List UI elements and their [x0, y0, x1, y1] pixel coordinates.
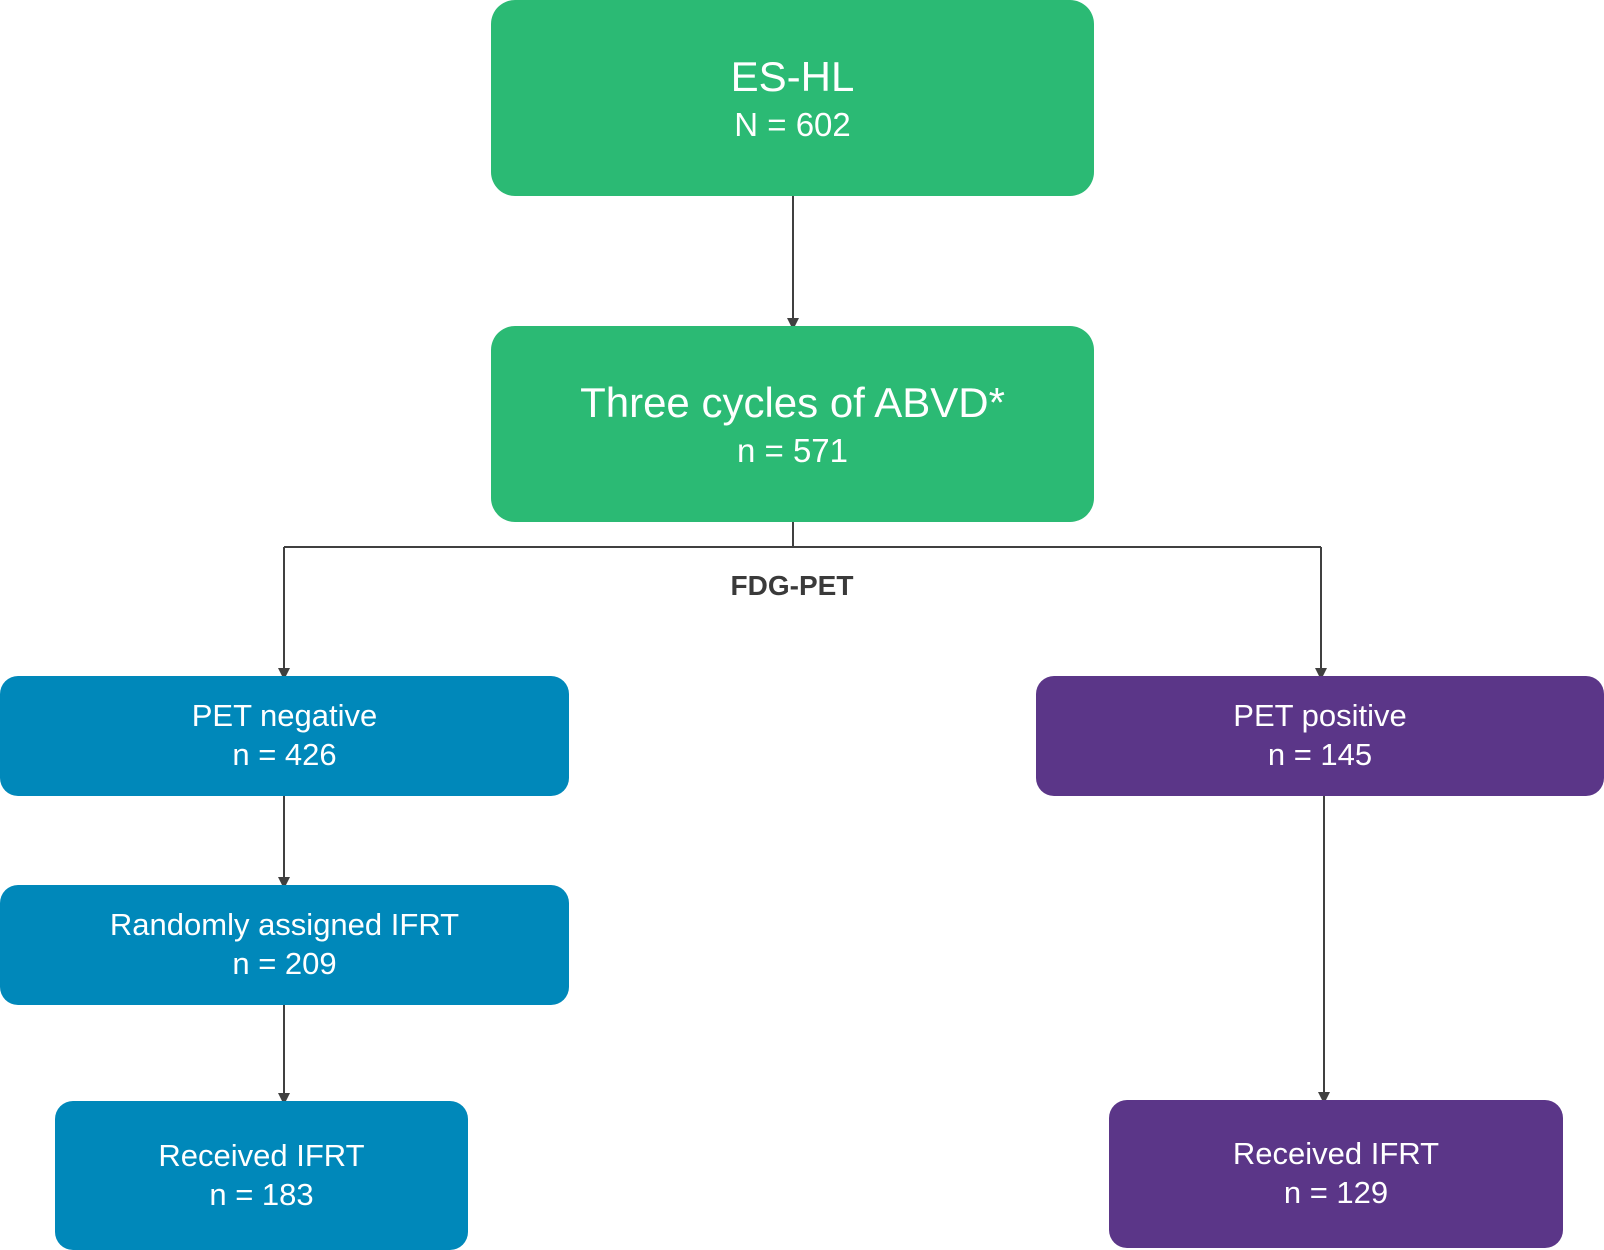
node-randomly-assigned-title: Randomly assigned IFRT — [109, 907, 460, 943]
node-pet-positive-count: n = 145 — [1267, 737, 1373, 772]
node-received-left-title: Received IFRT — [158, 1137, 365, 1173]
node-received-ifrt-left: Received IFRT n = 183 — [55, 1101, 468, 1250]
node-randomly-assigned: Randomly assigned IFRT n = 209 — [0, 885, 569, 1005]
node-received-left-count: n = 183 — [209, 1176, 314, 1212]
branch-label-fdg-pet: FDG-PET — [730, 570, 854, 601]
node-abvd-count: n = 571 — [736, 431, 849, 469]
node-received-right-count: n = 129 — [1283, 1175, 1389, 1210]
node-pet-negative: PET negative n = 426 — [0, 676, 569, 796]
node-pet-positive-title: PET positive — [1233, 698, 1407, 734]
node-abvd: Three cycles of ABVD* n = 571 — [491, 326, 1094, 522]
node-randomly-assigned-count: n = 209 — [232, 946, 337, 981]
node-abvd-title: Three cycles of ABVD* — [580, 379, 1005, 427]
node-pet-positive: PET positive n = 145 — [1036, 676, 1604, 796]
node-received-right-title: Received IFRT — [1232, 1136, 1440, 1172]
node-es-hl-count: N = 602 — [734, 105, 851, 143]
node-received-ifrt-right: Received IFRT n = 129 — [1109, 1100, 1563, 1248]
node-es-hl: ES-HL N = 602 — [491, 0, 1094, 196]
node-es-hl-title: ES-HL — [730, 53, 855, 101]
node-pet-negative-count: n = 426 — [232, 737, 337, 772]
node-pet-negative-title: PET negative — [191, 698, 378, 734]
